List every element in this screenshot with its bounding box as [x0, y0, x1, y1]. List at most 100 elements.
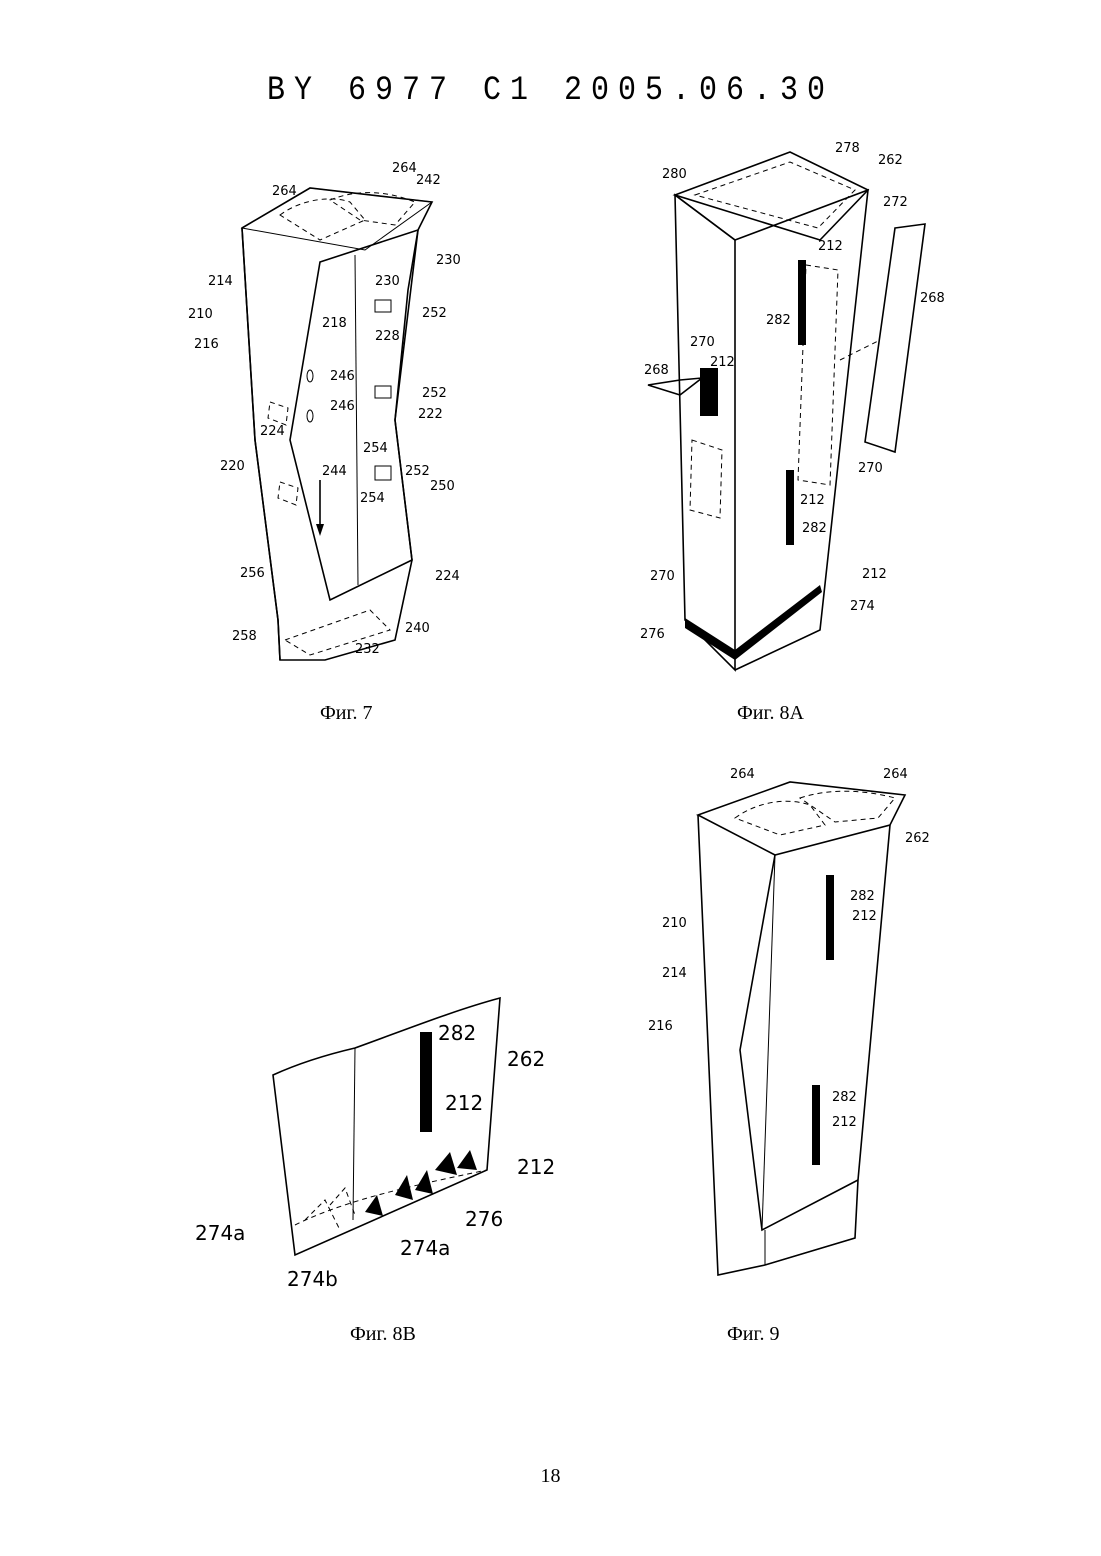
figure-8a-caption: Фиг. 8А: [737, 702, 804, 725]
figure-8b-drawing: 282 262 212 212 274a 276 274a 274b: [195, 990, 565, 1300]
fig9-label: 264: [883, 767, 908, 782]
fig8b-tooth-3: [395, 1175, 413, 1200]
fig8a-dash-line: [840, 340, 880, 360]
fig9-cutout: [740, 855, 858, 1230]
fig7-label: 218: [322, 316, 347, 331]
fig8a-strip-lower: [786, 470, 794, 545]
figure-8a-drawing: 278 262 280 272 212 268 282 270 212 268 …: [640, 140, 960, 680]
fig8b-label: 276: [465, 1207, 503, 1231]
fig9-label: 212: [832, 1115, 857, 1130]
fig8a-label: 262: [878, 153, 903, 168]
fig7-label: 224: [435, 569, 460, 584]
fig7-label: 254: [363, 441, 388, 456]
fig8a-label: 270: [650, 569, 675, 584]
figure-9-caption: Фиг. 9: [727, 1323, 779, 1346]
fig8a-label: 212: [862, 567, 887, 582]
fig7-label: 252: [422, 306, 447, 321]
fig7-label: 230: [375, 274, 400, 289]
fig9-labels: 264 264 262 282 212 210 214 216 282 212: [648, 767, 930, 1130]
fig8a-separate-strip: [865, 224, 925, 452]
fig7-center-seam: [355, 255, 358, 585]
fig7-label: 242: [416, 173, 441, 188]
fig8b-tooth-1: [435, 1152, 457, 1175]
fig7-label: 252: [422, 386, 447, 401]
figure-7: 264 264 242 230 214 230 252 210 218 228 …: [180, 140, 480, 680]
fig9-label: 216: [648, 1019, 673, 1034]
fig7-label: 246: [330, 399, 355, 414]
figure-8a: 278 262 280 272 212 268 282 270 212 268 …: [640, 140, 960, 680]
fig8b-label: 212: [517, 1155, 555, 1179]
fig7-labels: 264 264 242 230 214 230 252 210 218 228 …: [188, 161, 461, 657]
fig9-label: 214: [662, 966, 687, 981]
fig9-strip-upper: [826, 875, 834, 960]
fig7-label: 214: [208, 274, 233, 289]
fig8a-left-strip: [700, 368, 718, 416]
fig8a-label: 274: [850, 599, 875, 614]
fig7-label: 256: [240, 566, 265, 581]
fig7-label: 252: [405, 464, 430, 479]
fig9-top-dash-2: [800, 791, 895, 822]
figure-8b: 282 262 212 212 274a 276 274a 274b: [195, 990, 565, 1300]
fig9-label: 210: [662, 916, 687, 931]
fig9-label: 264: [730, 767, 755, 782]
fig8b-tooth-2: [457, 1150, 477, 1170]
fig7-label: 222: [418, 407, 443, 422]
figure-7-drawing: 264 264 242 230 214 230 252 210 218 228 …: [180, 140, 480, 680]
fig7-label: 232: [355, 642, 380, 657]
fig7-bottom-fold: [330, 560, 412, 640]
fig7-top-dash-1: [280, 199, 365, 240]
figure-7-caption: Фиг. 7: [320, 702, 372, 725]
fig9-seam: [762, 855, 775, 1230]
fig7-label: 240: [405, 621, 430, 636]
fig7-top-lid: [242, 188, 432, 250]
fig7-dash-side-2: [278, 482, 298, 505]
fig9-label: 262: [905, 831, 930, 846]
fig8a-bottom-band: [685, 585, 822, 660]
fig7-dash-side-1: [268, 402, 288, 425]
fig8b-label: 274b: [287, 1267, 338, 1291]
fig8a-strip-upper: [798, 260, 806, 345]
figure-9: 264 264 262 282 212 210 214 216 282 212: [640, 760, 960, 1300]
fig8b-label: 262: [507, 1047, 545, 1071]
fig7-label: 264: [392, 161, 417, 176]
fig8b-label: 274a: [400, 1236, 450, 1260]
fig8b-strip: [420, 1032, 432, 1132]
fig7-label: 224: [260, 424, 285, 439]
fig9-label: 212: [852, 909, 877, 924]
fig7-slot-2: [375, 386, 391, 398]
fig8b-dash-line: [295, 1170, 487, 1225]
fig8b-dash-teeth: [305, 1188, 355, 1230]
fig8a-label: 278: [835, 141, 860, 156]
fig7-label: 230: [436, 253, 461, 268]
fig7-arrow-head: [316, 524, 324, 536]
fig7-label: 210: [188, 307, 213, 322]
fig8a-label: 282: [802, 521, 827, 536]
figure-9-drawing: 264 264 262 282 212 210 214 216 282 212: [640, 760, 960, 1300]
fig8a-tab: [648, 378, 702, 395]
fig8b-label: 282: [438, 1021, 476, 1045]
fig8a-label: 282: [766, 313, 791, 328]
fig8a-label: 270: [690, 335, 715, 350]
fig8b-tooth-5: [365, 1195, 383, 1216]
fig7-label: 216: [194, 337, 219, 352]
fig7-label: 264: [272, 184, 297, 199]
fig8a-label: 280: [662, 167, 687, 182]
fig9-bottom-edge: [765, 1230, 855, 1265]
fig8a-label: 212: [710, 355, 735, 370]
fig7-label: 228: [375, 329, 400, 344]
page-number: 18: [0, 1465, 1101, 1488]
fig7-label: 258: [232, 629, 257, 644]
fig7-top-dash-2: [330, 193, 415, 225]
document-header: BY 6977 C1 2005.06.30: [0, 71, 1101, 110]
fig8b-seam: [353, 1048, 355, 1220]
fig8a-left-dash: [690, 440, 722, 518]
fig9-front: [698, 815, 890, 1275]
fig7-label: 254: [360, 491, 385, 506]
fig8a-label: 268: [920, 291, 945, 306]
fig7-label: 220: [220, 459, 245, 474]
fig7-label: 250: [430, 479, 455, 494]
fig8a-label: 212: [818, 239, 843, 254]
fig7-hole-1: [307, 370, 313, 382]
fig9-label: 282: [832, 1090, 857, 1105]
figure-8b-caption: Фиг. 8В: [350, 1323, 416, 1346]
